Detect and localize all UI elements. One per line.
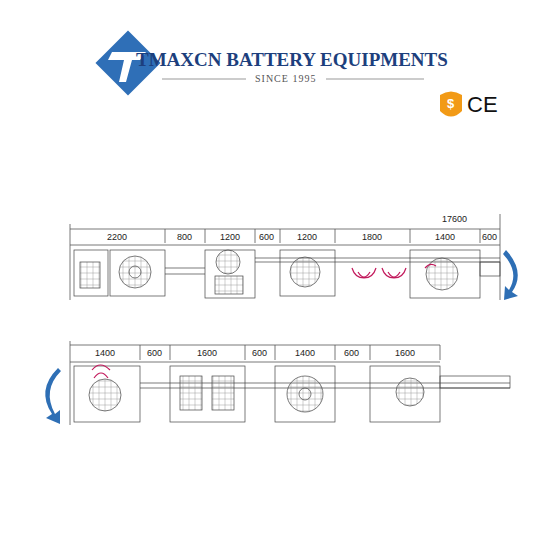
dimension: 600 xyxy=(258,233,275,242)
magenta-parts xyxy=(352,264,436,278)
dimension: 1400 xyxy=(94,349,116,358)
magenta-part xyxy=(92,365,110,378)
dimension: 1600 xyxy=(394,349,416,358)
top-machines xyxy=(74,250,500,298)
dimension: 800 xyxy=(176,233,193,242)
brand-name: TMAXCN BATTERY EQUIPMENTS xyxy=(136,50,448,69)
turn-arrows xyxy=(45,250,518,424)
dimension: 600 xyxy=(481,233,498,242)
dimension: 1400 xyxy=(434,233,456,242)
dollar-badge: $ xyxy=(447,97,454,110)
dimension: 2200 xyxy=(106,233,128,242)
dimension: 17600 xyxy=(441,215,468,224)
bottom-machines xyxy=(74,366,510,422)
dimension: 600 xyxy=(343,349,360,358)
dimension: 1200 xyxy=(296,233,318,242)
dimension: 600 xyxy=(146,349,163,358)
dimension: 1200 xyxy=(219,233,241,242)
ce-mark: CE xyxy=(467,94,498,116)
dimension-lines xyxy=(70,214,500,425)
dimension: 1800 xyxy=(361,233,383,242)
dimension: 1600 xyxy=(196,349,218,358)
dimension: 600 xyxy=(251,349,268,358)
since-text: SINCE 1995 xyxy=(255,74,316,84)
dimension: 1400 xyxy=(294,349,316,358)
